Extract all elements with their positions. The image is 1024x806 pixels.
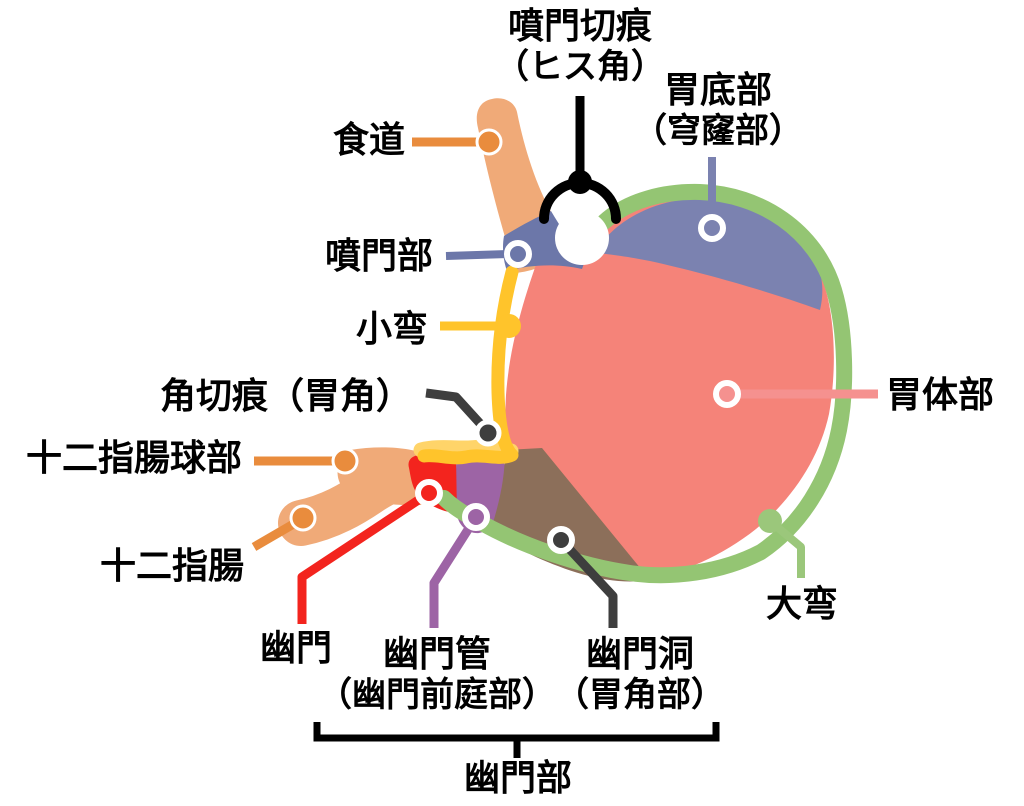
angular-pointer-line (425, 388, 490, 434)
fundus-shape (596, 198, 823, 310)
gastric-body-shape (505, 196, 834, 579)
label-cardiac-notch-line2: （ヒス角） (495, 46, 665, 87)
label-angular-notch: 角切痕（胃角） (159, 376, 412, 417)
fundus-pointer-dot (698, 214, 726, 242)
antrum-pointer-dot (547, 526, 575, 554)
label-greater-curvature: 大弯 (766, 584, 839, 625)
label-fundus-line2: （穹窿部） (633, 110, 803, 151)
greater-curvature-band (436, 183, 853, 584)
label-pyloric-part: 幽門部 (463, 758, 573, 799)
pylorus-pointer-line (297, 489, 432, 624)
label-esophagus: 食道 (332, 120, 405, 161)
label-fundus-line1: 胃底部 (663, 70, 772, 111)
antrum-pointer-line (557, 536, 618, 628)
duodenum-pointer-line (251, 518, 300, 551)
lesser-pointer-dot (497, 314, 521, 338)
label-pyloric-canal: 幽門管 （幽門前庭部） (318, 634, 556, 715)
his-pointer-dot (568, 170, 592, 194)
bulb-pointer-dot (331, 447, 359, 475)
duodenum-pointer-dot (289, 504, 317, 532)
cardia-pointer-line (445, 250, 509, 260)
label-duodenal-bulb: 十二指腸球部 (26, 438, 243, 479)
label-lesser-curvature: 小弯 (355, 309, 428, 350)
canal-pointer-dot (462, 503, 490, 531)
label-pyloric-canal-line1: 幽門管 (382, 634, 491, 675)
label-pyloric-antrum-line2: （胃角部） (555, 674, 725, 715)
pylorus-pointer-dot (415, 479, 443, 507)
canal-pointer-line (429, 514, 480, 628)
greater-pointer-dot (758, 509, 782, 533)
label-fundus: 胃底部 （穹窿部） (633, 70, 803, 151)
label-pylorus: 幽門 (260, 628, 333, 669)
label-pyloric-antrum: 幽門洞 （胃角部） (555, 634, 725, 715)
body-pointer-dot (713, 380, 741, 408)
label-duodenum: 十二指腸 (100, 546, 245, 587)
pyloric-part-bracket (313, 722, 720, 758)
his-notch-gap (555, 211, 609, 265)
angular-pointer-dot (474, 419, 502, 447)
label-cardia: 噴門部 (324, 236, 433, 277)
label-cardiac-notch: 噴門切痕 （ヒス角） (495, 6, 665, 87)
cardia-pointer-dot (504, 240, 532, 268)
label-pyloric-canal-line2: （幽門前庭部） (318, 674, 556, 715)
esophagus-pointer-dot (475, 128, 503, 156)
label-cardiac-notch-line1: 噴門切痕 (507, 6, 652, 47)
label-pyloric-antrum-line1: 幽門洞 (585, 634, 694, 675)
greater-pointer-line (767, 517, 805, 578)
lesser-curvature-band (417, 265, 519, 465)
label-gastric-body: 胃体部 (886, 375, 995, 416)
